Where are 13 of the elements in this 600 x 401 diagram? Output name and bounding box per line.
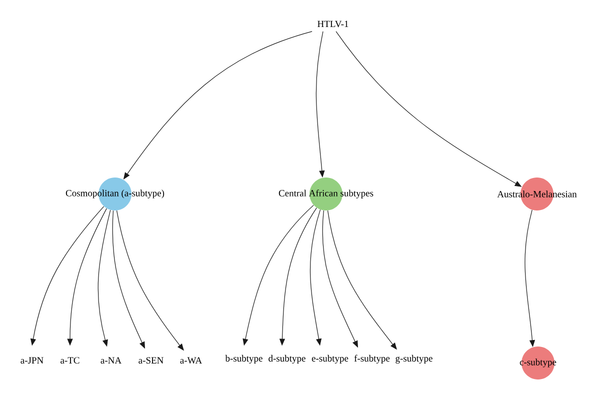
circle-node: Cosmopolitan (a-subtype)	[66, 178, 164, 210]
text-label: a-TC	[60, 357, 80, 364]
text-label: a-JPN	[20, 357, 44, 364]
text-label: a-WA	[180, 357, 202, 364]
text-label: a-NA	[100, 357, 122, 364]
root-label: HTLV-1	[318, 20, 348, 28]
text-label: f-subtype	[354, 354, 390, 364]
text-label: d-subtype	[268, 354, 306, 364]
circle-node: Australo-Melanesian	[497, 178, 577, 210]
text-label: b-subtype	[225, 354, 262, 364]
text-label: a-SEN	[138, 357, 164, 364]
text-label: g-subtype	[396, 354, 432, 364]
text-label: e-subtype	[312, 354, 348, 364]
